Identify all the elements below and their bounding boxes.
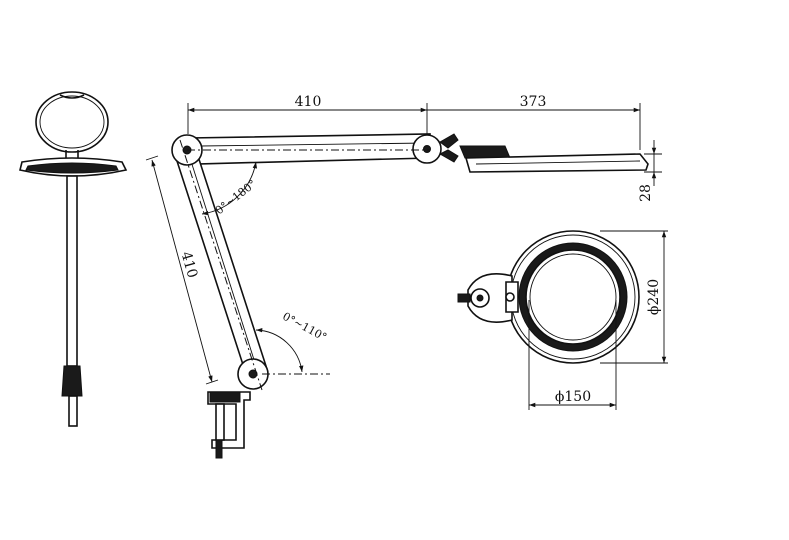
front-view bbox=[19, 91, 128, 427]
head-height-dimension: 28 bbox=[638, 184, 654, 202]
lower-joint-angle-label: 0°~110° bbox=[280, 310, 329, 344]
lens-diameter-dimension: ϕ150 bbox=[555, 389, 591, 405]
ring-diameter-dimension: ϕ240 bbox=[646, 279, 662, 315]
upper-arm-dimension: 410 bbox=[295, 94, 322, 110]
top-view bbox=[457, 230, 640, 364]
lower-arm-dimension: 410 bbox=[177, 250, 200, 280]
upper-joint-angle-label: 0°~180° bbox=[213, 177, 259, 217]
head-reach-dimension: 373 bbox=[520, 94, 547, 110]
